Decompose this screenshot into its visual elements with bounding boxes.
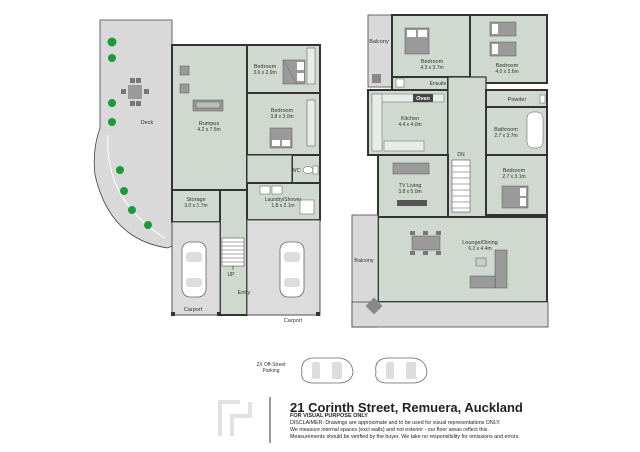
deck-table-icon (121, 78, 149, 106)
kitchen-label: Kitchen (401, 116, 419, 122)
tv-living-size: 3.8 x 5.0m (398, 189, 421, 195)
carport-left-label: Carport (184, 307, 203, 313)
stairs-down-label: DN (457, 152, 465, 158)
stairs-icon (221, 237, 245, 270)
laundry-fixtures (259, 185, 315, 215)
ensuite-label: Ensuite (430, 81, 447, 87)
disclaimer-line: We measure internal spaces (excl walls) … (290, 427, 489, 433)
bed-icon (501, 185, 529, 209)
deck-area (93, 19, 173, 249)
oven-label: Oven (416, 96, 430, 102)
lounge-dining-room (377, 216, 548, 303)
bed-icon (404, 27, 430, 55)
deck-label: Deck (141, 120, 154, 126)
laundry-label: Laundry/Shower (265, 197, 302, 203)
bed-icon (489, 21, 517, 37)
toilet-icon (302, 165, 319, 175)
storage-label: Storage (186, 197, 205, 203)
tv-living-label: TV Living (399, 183, 422, 189)
rumpus-size: 4.2 x 7.5m (197, 127, 220, 133)
bed-icon (489, 41, 517, 57)
lower-floor: Deck Rumpus 4.2 x 7.5m Bedroom (93, 19, 321, 324)
disclaimer-text: DISCLAIMER: Drawings are approximate and… (290, 420, 590, 441)
storage-size: 3.0 x 1.7m (184, 203, 207, 209)
bedroom-mid-size: 3.8 x 3.0m (270, 114, 293, 120)
kitchen-size: 4.4 x 4.0m (398, 122, 421, 128)
car-icon (279, 241, 305, 298)
balcony-table-icon (365, 297, 383, 315)
balcony-top-label: Balcony (369, 39, 389, 45)
sofa-icon (469, 249, 508, 289)
deck-curve-inner (107, 134, 166, 239)
bedroom-master-label: Bedroom (421, 59, 444, 65)
rumpus-furniture (179, 65, 224, 112)
upper-floor: Balcony Balcony Bedroom 4.3 x 3.7m (351, 14, 549, 328)
storage-room (171, 189, 221, 223)
stairs-icon (451, 159, 471, 213)
bathroom-label: Bathroom (494, 127, 518, 133)
laundry-size: 1.8 x 2.1m (271, 203, 294, 209)
stairs-up-label: UP (228, 272, 236, 278)
parking-caption: 2X Off-Street Parking (246, 362, 296, 374)
visual-purpose-note: FOR VISUAL PURPOSE ONLY (290, 413, 368, 419)
bed-icon (282, 59, 306, 85)
balcony-left-label: Balcony (354, 258, 374, 264)
carport-right-label: Carport (284, 318, 303, 324)
disclaimer-line: DISCLAIMER: Drawings are approximate and… (290, 420, 501, 426)
parking-label-line1: 2X Off-Street (256, 362, 286, 368)
car-icon (181, 241, 207, 298)
off-street-parking (301, 357, 428, 384)
disclaimer-line: Measurements should be verified by the b… (290, 434, 520, 440)
rumpus-label: Rumpus (199, 121, 220, 127)
bedroom-right-label: Bedroom (496, 63, 519, 69)
lounge-dining-size: 6.2 x 4.4m (468, 246, 491, 252)
bedroom-top-size: 3.6 x 2.9m (253, 70, 276, 76)
bedroom-top-label: Bedroom (254, 64, 277, 70)
wc-label: WC (291, 168, 300, 174)
car-icon (375, 357, 428, 384)
bedroom-mid-label: Bedroom (271, 108, 294, 114)
parking-label-line2: Parking (262, 368, 280, 374)
car-icon (301, 357, 354, 384)
dining-table-icon (410, 231, 441, 255)
bedroom-small-label: Bedroom (503, 168, 526, 174)
balcony-bottom-strip (351, 301, 549, 328)
bathroom-size: 2.7 x 3.7m (494, 133, 517, 139)
bed-icon (269, 127, 293, 149)
entry-label: Entry (238, 290, 251, 296)
bedroom-right-size: 4.0 x 3.6m (495, 69, 518, 75)
company-logo (218, 400, 252, 436)
bedroom-master-size: 4.3 x 3.7m (420, 65, 443, 71)
lounge-dining-label: Lounge/Dining (462, 240, 497, 246)
property-address: 21 Corinth Street, Remuera, Auckland (290, 400, 523, 415)
oven-block (413, 94, 433, 102)
bedroom-small-size: 2.7 x 3.1m (502, 174, 525, 180)
deck-shrubs (107, 37, 152, 229)
powder-label: Powder (508, 97, 527, 103)
